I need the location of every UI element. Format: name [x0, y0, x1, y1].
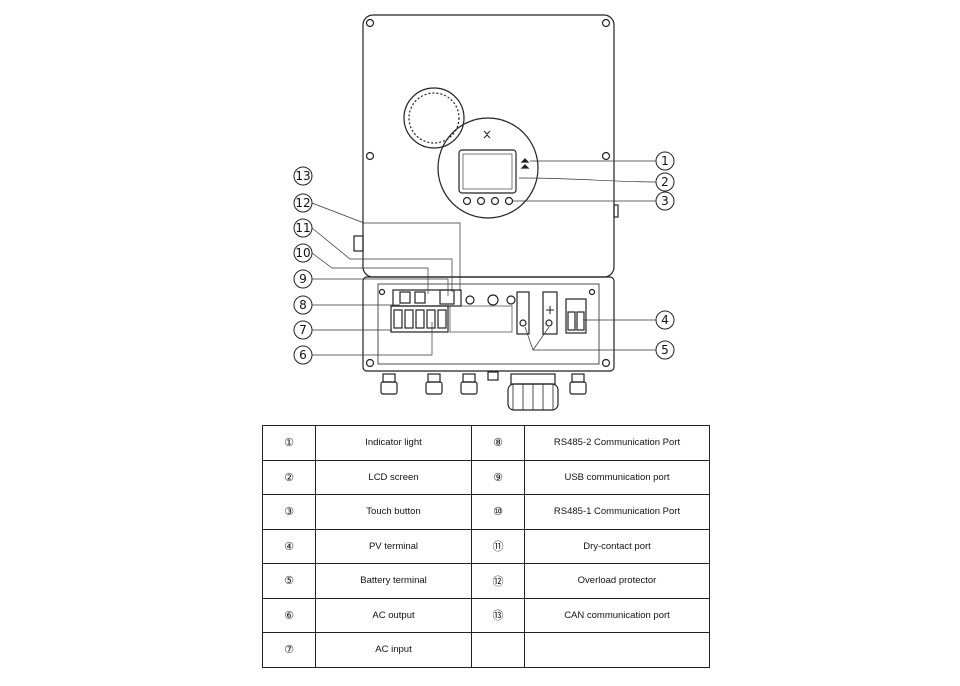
callout-13: 13 [295, 169, 310, 183]
leader-lines [311, 160, 658, 356]
legend-label: Battery terminal [315, 563, 472, 599]
legend-number: ⑫ [471, 563, 525, 599]
legend-number-empty [471, 632, 525, 668]
callout-12: 12 [295, 196, 310, 210]
callout-4: 4 [661, 313, 669, 327]
legend-number: ⑪ [471, 528, 525, 564]
legend-label: Indicator light [315, 425, 472, 461]
legend-label: Dry-contact port [524, 528, 710, 564]
inverter-housing [362, 14, 615, 278]
legend-label: LCD screen [315, 459, 472, 495]
legend-label-empty [524, 632, 710, 668]
touch-button-2 [476, 196, 486, 206]
callout-5: 5 [661, 343, 669, 357]
legend-number: ⑨ [471, 459, 525, 495]
legend-number: ④ [262, 528, 316, 564]
cable-glands [380, 371, 587, 411]
legend-label: AC output [315, 597, 472, 633]
touch-button-1 [462, 196, 472, 206]
legend-label: CAN communication port [524, 597, 710, 633]
callout-11: 11 [295, 221, 310, 235]
table-row: ⑤ Battery terminal ⑫ Overload protector [262, 563, 710, 599]
legend-number: ③ [262, 494, 316, 530]
inverter-diagram: 1 2 3 4 5 6 7 8 9 10 11 12 13 [293, 14, 675, 411]
legend-label: RS485-2 Communication Port [524, 425, 710, 461]
touch-button-3 [490, 196, 500, 206]
table-row: ② LCD screen ⑨ USB communication port [262, 459, 710, 495]
table-row: ④ PV terminal ⑪ Dry-contact port [262, 528, 710, 564]
legend-number: ⑬ [471, 597, 525, 633]
legend-number: ⑥ [262, 597, 316, 633]
legend-number: ⑤ [262, 563, 316, 599]
table-row: ⑦ AC input [262, 632, 710, 668]
legend-number: ⑧ [471, 425, 525, 461]
legend-number: ⑩ [471, 494, 525, 530]
legend-label: Overload protector [524, 563, 710, 599]
callout-7: 7 [299, 323, 307, 337]
component-legend-table: ① Indicator light ⑧ RS485-2 Communicatio… [262, 425, 710, 668]
display-bezel [437, 117, 539, 219]
legend-label: USB communication port [524, 459, 710, 495]
ac-terminal-block [390, 305, 449, 333]
legend-label: RS485-1 Communication Port [524, 494, 710, 530]
callout-2: 2 [661, 175, 669, 189]
touch-button-4 [504, 196, 514, 206]
callout-8: 8 [299, 298, 307, 312]
table-row: ⑥ AC output ⑬ CAN communication port [262, 597, 710, 633]
battery-terminal [516, 291, 530, 335]
legend-label: Touch button [315, 494, 472, 530]
callout-1: 1 [661, 154, 669, 168]
callout-9: 9 [299, 272, 307, 286]
indicator-window [403, 87, 465, 149]
wiring-compartment [362, 276, 615, 372]
legend-label: PV terminal [315, 528, 472, 564]
indicator-light-icon [520, 158, 530, 169]
pv-terminal-block [565, 298, 587, 334]
legend-label: AC input [315, 632, 472, 668]
legend-number: ⑦ [262, 632, 316, 668]
callout-6: 6 [299, 348, 307, 362]
callout-10: 10 [295, 246, 310, 260]
callout-3: 3 [661, 194, 669, 208]
legend-number: ② [262, 459, 316, 495]
lcd-screen [458, 149, 517, 194]
table-row: ③ Touch button ⑩ RS485-1 Communication P… [262, 494, 710, 530]
legend-number: ① [262, 425, 316, 461]
table-row: ① Indicator light ⑧ RS485-2 Communicatio… [262, 425, 710, 461]
